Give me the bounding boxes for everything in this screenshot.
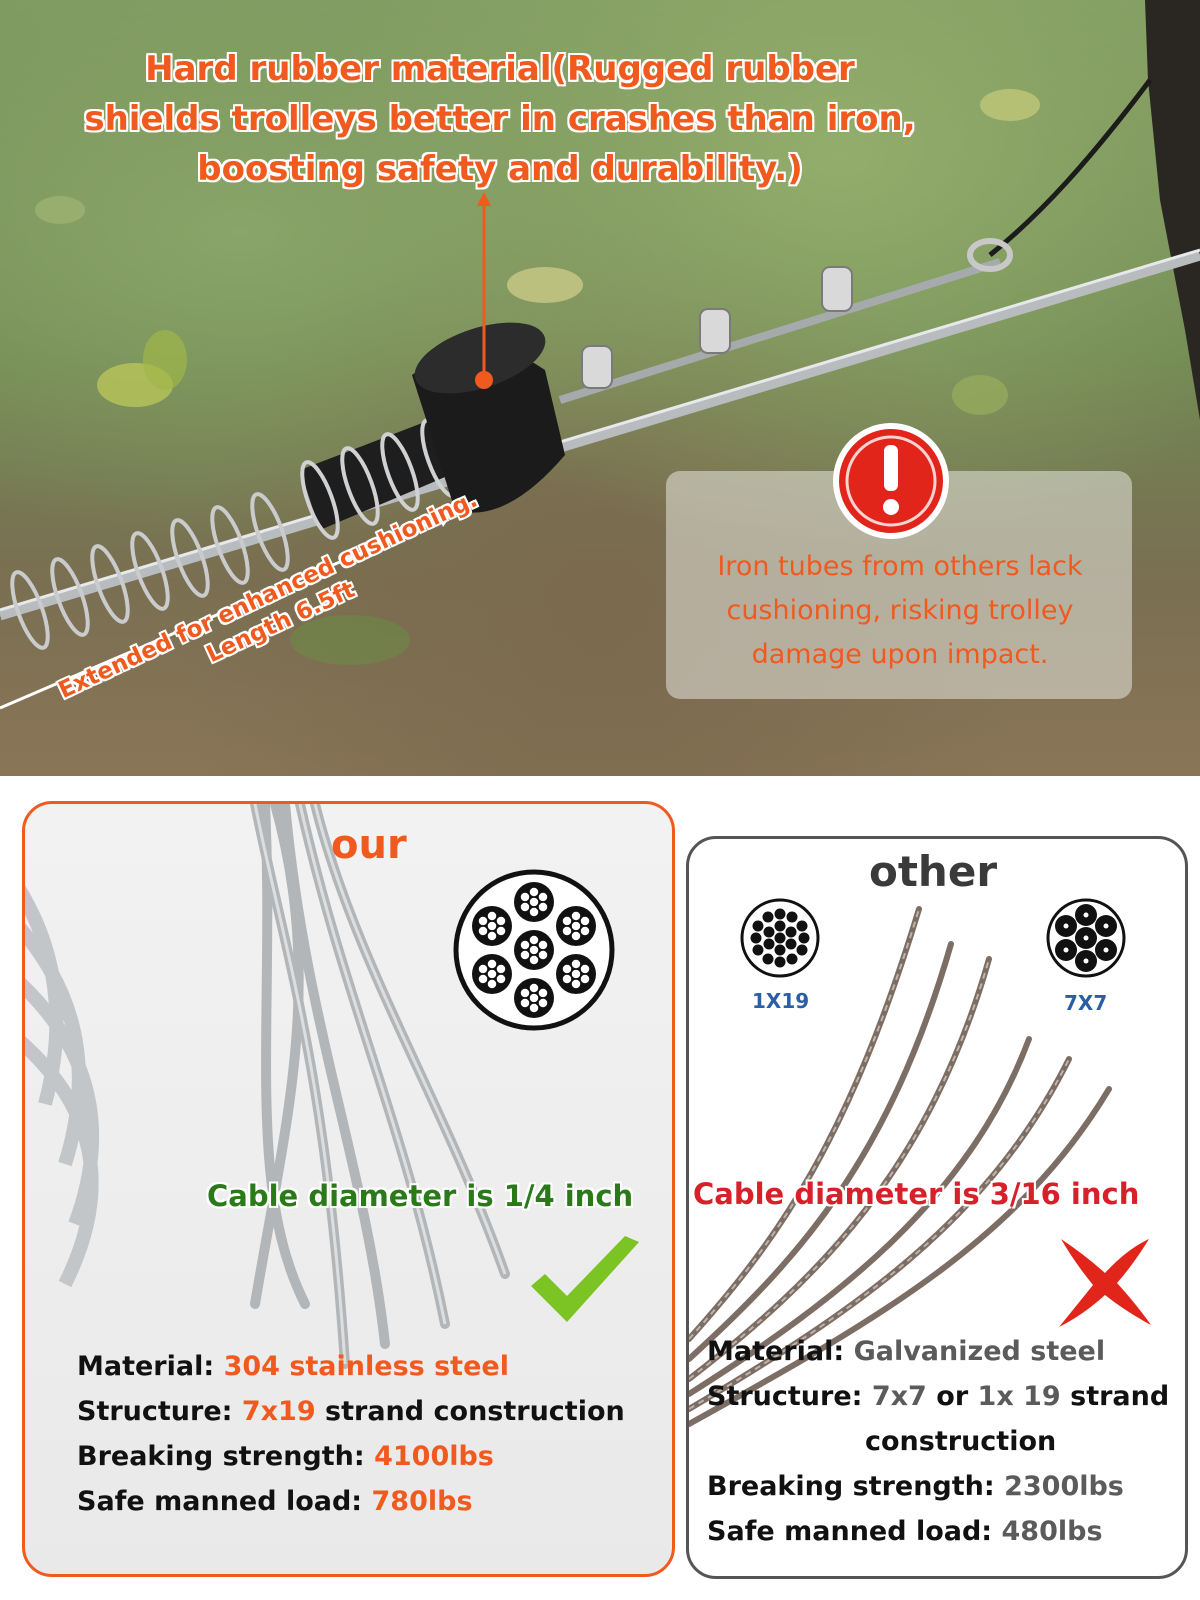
- spec-value: 780lbs: [371, 1486, 473, 1517]
- headline-line-1: Hard rubber material(Rugged rubber: [145, 49, 855, 89]
- our-specs: Material: 304 stainless steel Structure:…: [77, 1344, 625, 1524]
- our-title: our: [331, 822, 407, 868]
- other-title: other: [869, 847, 998, 896]
- warning-line-2: cushioning, risking trolley: [726, 595, 1074, 626]
- cable-cross-section-icon: [740, 898, 820, 978]
- spec-label: Structure:: [77, 1396, 233, 1427]
- headline-line-3: boosting safety and durability.): [197, 149, 803, 189]
- code-7x7: 7X7: [1064, 991, 1108, 1015]
- our-spec-load: Safe manned load: 780lbs: [77, 1479, 625, 1524]
- spec-value: 7x19: [241, 1396, 316, 1427]
- our-diameter: Cable diameter is 1/4 inch: [207, 1179, 634, 1213]
- other-spec-structure-cont: construction: [707, 1419, 1169, 1464]
- code-1x19: 1X19: [752, 989, 810, 1013]
- spec-value: Galvanized steel: [853, 1336, 1106, 1367]
- spec-value: 4100lbs: [374, 1441, 494, 1472]
- other-spec-structure: Structure: 7x7 or 1x 19 strand: [707, 1374, 1169, 1419]
- cable-cross-section-icon: [453, 869, 615, 1031]
- our-spec-structure: Structure: 7x19 strand construction: [77, 1389, 625, 1434]
- spec-value: 480lbs: [1001, 1516, 1103, 1547]
- spec-label: Safe manned load:: [77, 1486, 363, 1517]
- other-cable-illustration: [689, 906, 1112, 1427]
- spec-label: Material:: [707, 1336, 845, 1367]
- our-spec-material: Material: 304 stainless steel: [77, 1344, 625, 1389]
- our-cable-illustration: [25, 804, 510, 1369]
- warning-line-3: damage upon impact.: [751, 639, 1049, 670]
- other-diameter: Cable diameter is 3/16 inch: [693, 1177, 1140, 1211]
- spec-text: strand construction: [325, 1396, 625, 1427]
- spec-label: Material:: [77, 1351, 215, 1382]
- spec-text: or: [936, 1381, 969, 1412]
- spec-value: 304 stainless steel: [223, 1351, 509, 1382]
- other-spec-load: Safe manned load: 480lbs: [707, 1509, 1169, 1554]
- exclamation-icon: [833, 423, 949, 539]
- spec-text: strand: [1070, 1381, 1170, 1412]
- other-cable-panel: other 1X19 7X7 Cable diamet: [686, 836, 1188, 1579]
- photo-illustration: [0, 0, 1200, 710]
- headline-line-2: shields trolleys better in crashes than …: [84, 99, 916, 139]
- spec-value: 1x 19: [977, 1381, 1061, 1412]
- warning-line-1: Iron tubes from others lack: [717, 551, 1083, 582]
- cross-icon: [1059, 1239, 1151, 1327]
- spec-text: construction: [865, 1426, 1057, 1457]
- spec-label: Breaking strength:: [707, 1471, 995, 1502]
- other-specs: Material: Galvanized steel Structure: 7x…: [707, 1329, 1169, 1554]
- other-spec-material: Material: Galvanized steel: [707, 1329, 1169, 1374]
- other-spec-strength: Breaking strength: 2300lbs: [707, 1464, 1169, 1509]
- spec-label: Structure:: [707, 1381, 863, 1412]
- spec-label: Breaking strength:: [77, 1441, 365, 1472]
- our-spec-strength: Breaking strength: 4100lbs: [77, 1434, 625, 1479]
- headline: Hard rubber material(Rugged rubber shiel…: [60, 44, 940, 194]
- spec-value: 7x7: [871, 1381, 927, 1412]
- warning-text: Iron tubes from others lack cushioning, …: [680, 545, 1120, 677]
- cable-cross-section-icon: [1046, 898, 1126, 978]
- spec-value: 2300lbs: [1004, 1471, 1124, 1502]
- checkmark-icon: [531, 1236, 639, 1322]
- our-cable-panel: our Cable diameter is 1/4 inch Material:…: [22, 801, 675, 1577]
- product-photo: Hard rubber material(Rugged rubber shiel…: [0, 0, 1200, 776]
- spec-label: Safe manned load:: [707, 1516, 993, 1547]
- arrow-right-icon: [0, 517, 441, 710]
